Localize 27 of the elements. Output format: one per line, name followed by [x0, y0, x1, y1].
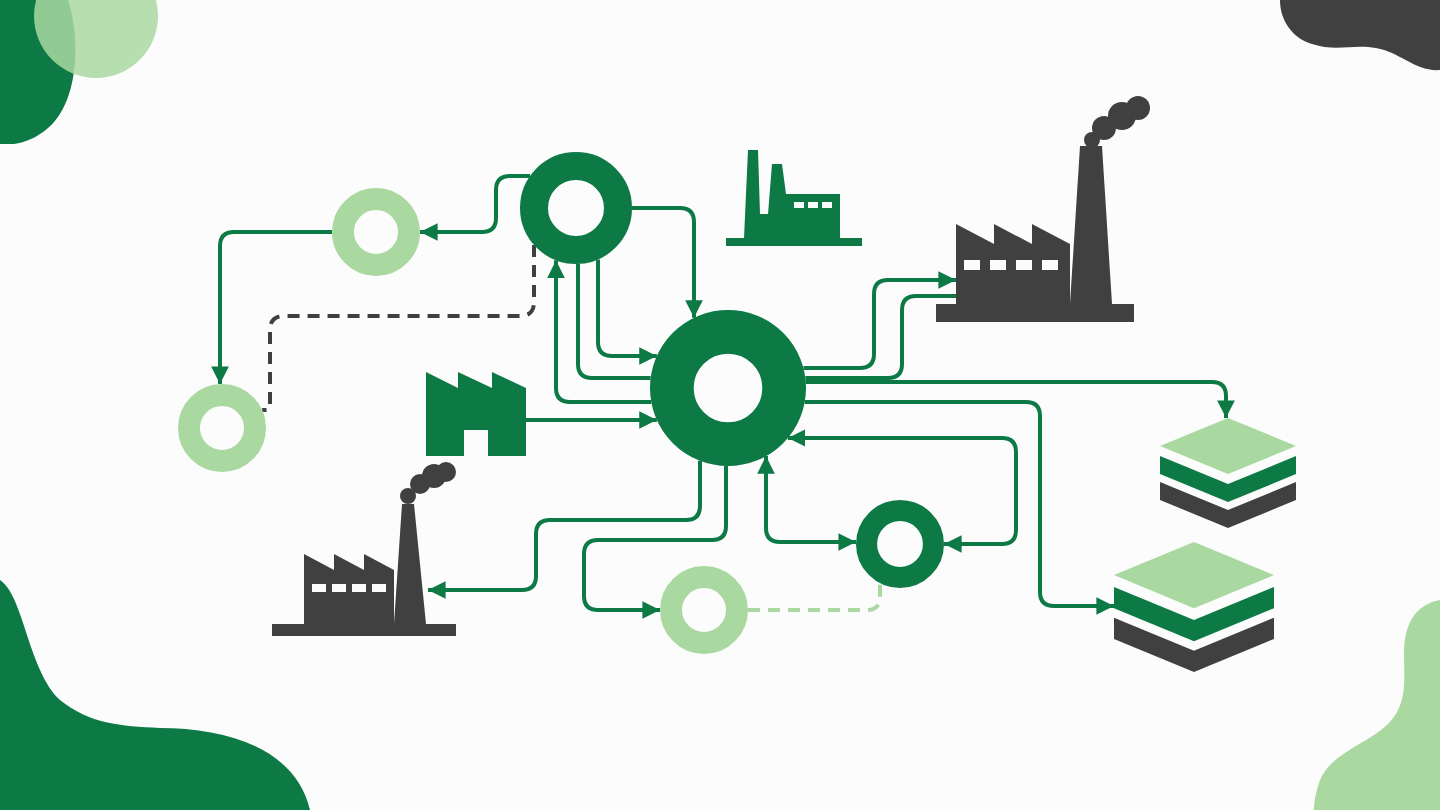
ring-icon — [520, 152, 632, 264]
ring-icon — [178, 384, 266, 472]
arrow — [428, 460, 702, 599]
ring-icon — [856, 500, 944, 588]
arrow — [632, 206, 703, 318]
factory-icon — [272, 460, 456, 636]
ring-icon — [660, 566, 748, 654]
arrow — [582, 466, 728, 619]
factory-icon — [426, 372, 526, 456]
arrow — [804, 400, 1114, 615]
ring-icon — [332, 188, 420, 276]
connector-line — [576, 263, 651, 380]
arrow — [526, 411, 657, 429]
arrow — [787, 429, 1018, 553]
ring-icon — [650, 310, 806, 466]
arrow — [596, 259, 657, 365]
dashed-line — [262, 245, 536, 412]
arrow — [757, 456, 857, 551]
factory-icon — [726, 148, 862, 246]
layer-stack-icon — [1160, 418, 1296, 528]
factory-icon — [936, 92, 1154, 324]
layer-stack-icon — [1114, 542, 1274, 672]
arrow — [547, 260, 652, 404]
arrow — [805, 380, 1235, 418]
arrow — [211, 230, 332, 385]
arrow — [803, 271, 956, 370]
connector-line — [805, 294, 956, 380]
